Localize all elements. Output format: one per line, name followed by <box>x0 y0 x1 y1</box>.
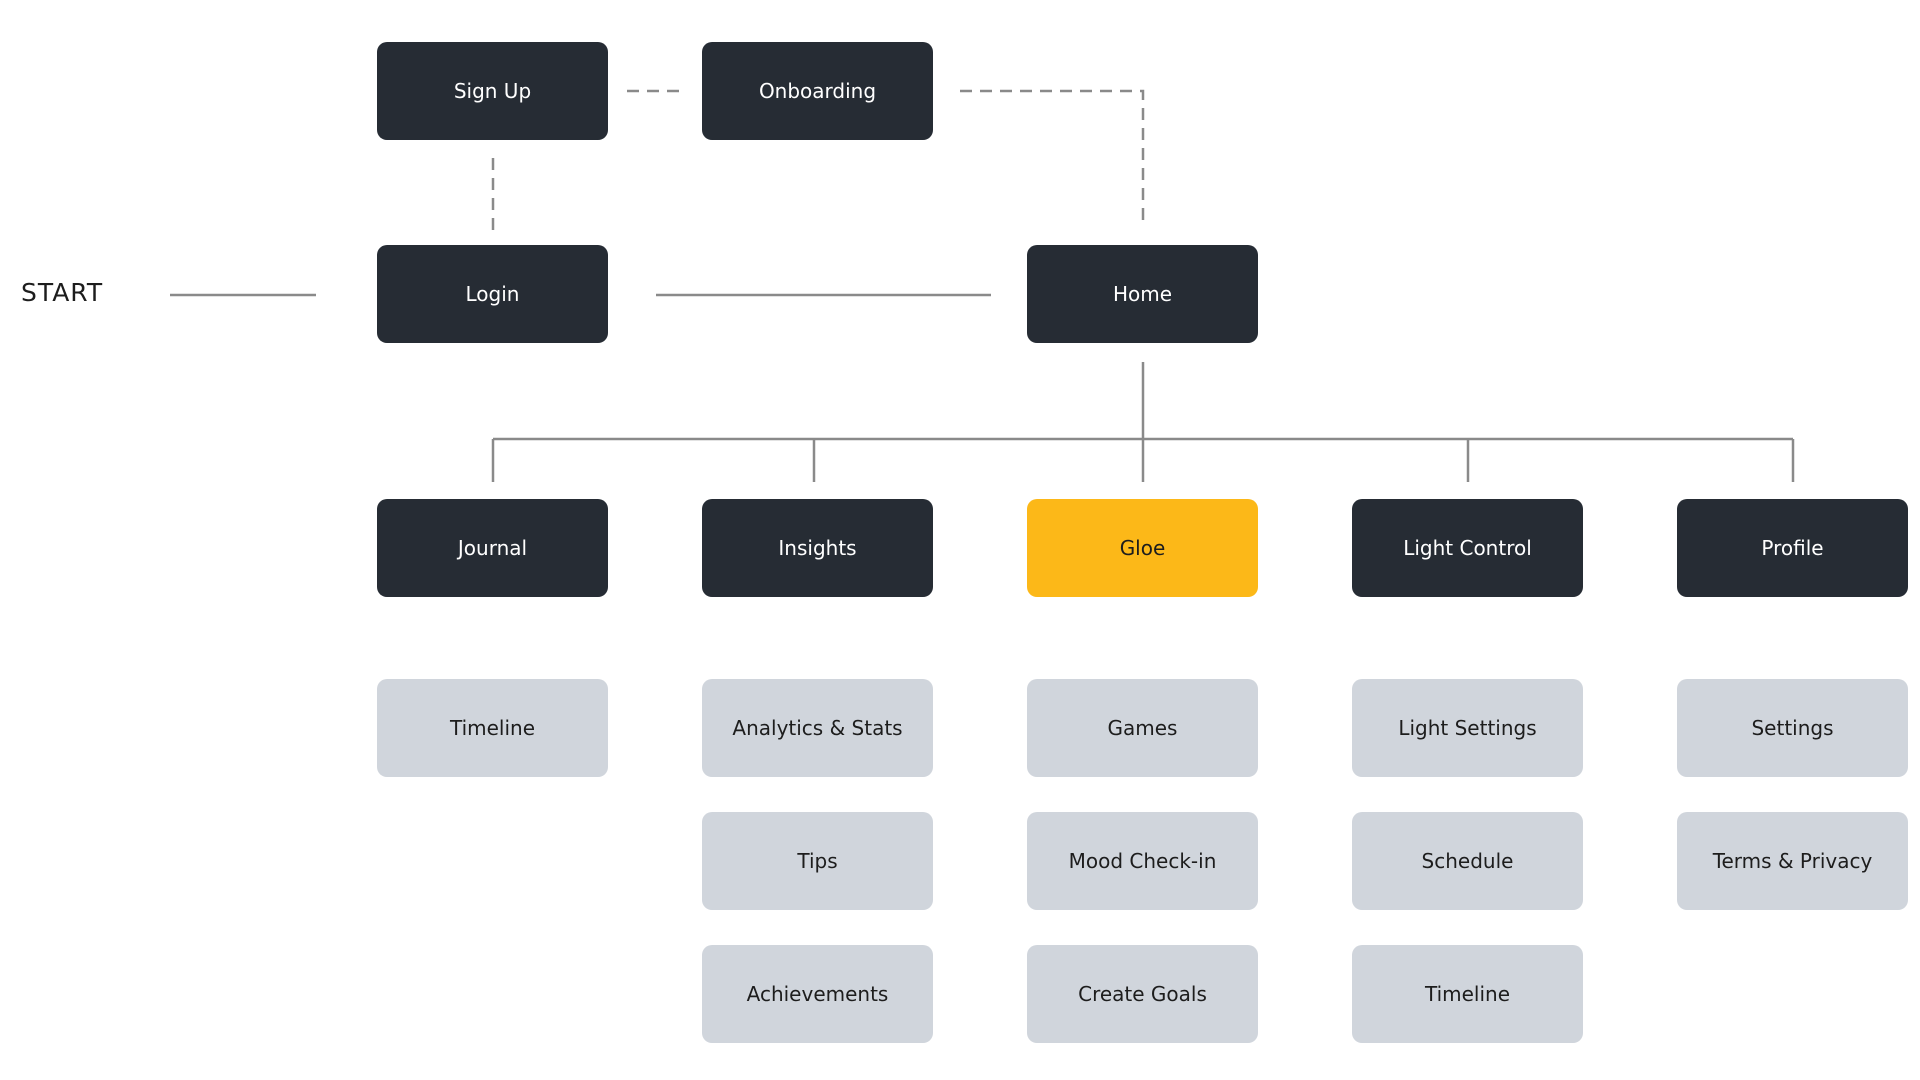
subnode-light-settings[interactable]: Light Settings <box>1352 679 1583 777</box>
subnode-gloe-games[interactable]: Games <box>1027 679 1258 777</box>
subnode-gloe-mood-check-in[interactable]: Mood Check-in <box>1027 812 1258 910</box>
start-label: START <box>21 278 104 307</box>
subnode-profile-terms-privacy[interactable]: Terms & Privacy <box>1677 812 1908 910</box>
node-insights[interactable]: Insights <box>702 499 933 597</box>
node-home[interactable]: Home <box>1027 245 1258 343</box>
connector-onboarding-home <box>960 89 1145 220</box>
node-profile[interactable]: Profile <box>1677 499 1908 597</box>
node-login[interactable]: Login <box>377 245 608 343</box>
subnode-profile-settings[interactable]: Settings <box>1677 679 1908 777</box>
subnode-insights-analytics[interactable]: Analytics & Stats <box>702 679 933 777</box>
subnode-journal-timeline[interactable]: Timeline <box>377 679 608 777</box>
node-journal[interactable]: Journal <box>377 499 608 597</box>
subnode-insights-tips[interactable]: Tips <box>702 812 933 910</box>
subnode-light-schedule[interactable]: Schedule <box>1352 812 1583 910</box>
node-onboarding[interactable]: Onboarding <box>702 42 933 140</box>
node-gloe[interactable]: Gloe <box>1027 499 1258 597</box>
node-sign-up[interactable]: Sign Up <box>377 42 608 140</box>
subnode-insights-achievements[interactable]: Achievements <box>702 945 933 1043</box>
node-light-control[interactable]: Light Control <box>1352 499 1583 597</box>
subnode-light-timeline[interactable]: Timeline <box>1352 945 1583 1043</box>
subnode-gloe-create-goals[interactable]: Create Goals <box>1027 945 1258 1043</box>
